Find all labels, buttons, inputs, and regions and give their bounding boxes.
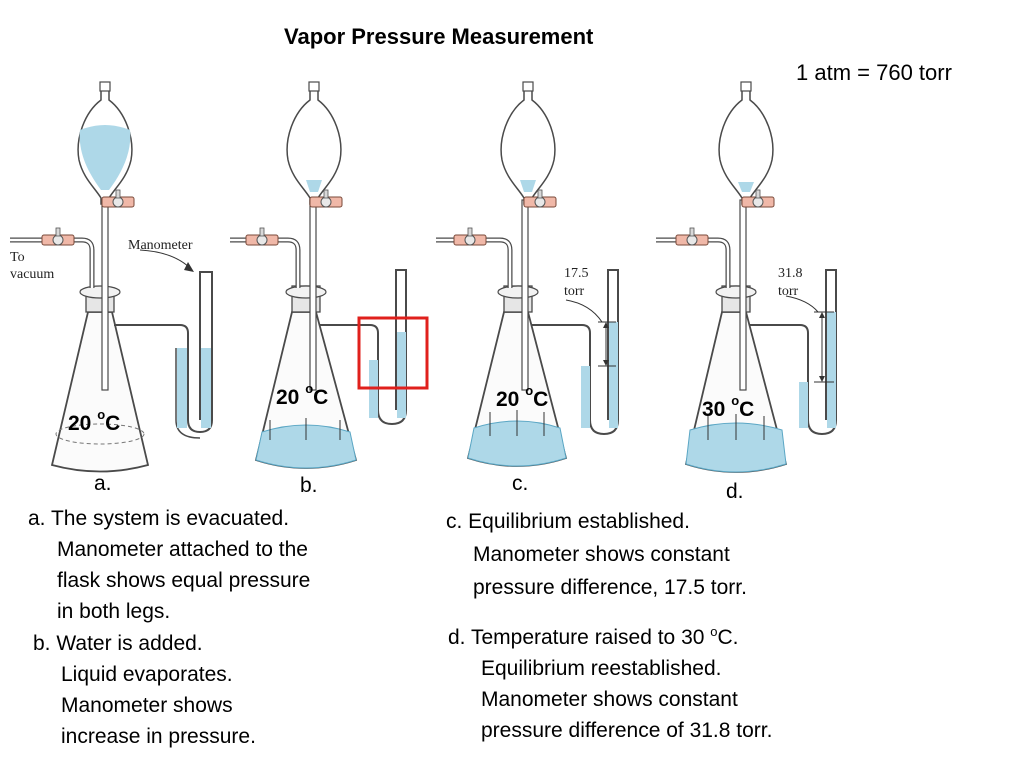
description-d-line: d. Temperature raised to 30 oC. [448, 624, 739, 649]
d-pressure-value: 31.8 [778, 266, 803, 281]
to-vacuum-label-line2: vacuum [10, 267, 55, 282]
description-b-line: Liquid evaporates. [61, 663, 233, 686]
manometer-label: Manometer [128, 238, 193, 253]
description-a-line: flask shows equal pressure [57, 569, 311, 592]
description-b: b. Water is added. Liquid evaporates. Ma… [33, 628, 256, 752]
description-c-line: Manometer shows constant [473, 543, 730, 566]
description-c-line: pressure difference, 17.5 torr. [473, 576, 747, 599]
description-a-line: a. The system is evacuated. [28, 507, 290, 530]
temperature-b: 20 oC [276, 381, 329, 409]
temperature-c: 20 oC [496, 383, 549, 411]
temperature-d: 30 oC [702, 393, 755, 421]
apparatus-b [230, 81, 429, 469]
apparatus-c [436, 81, 619, 467]
to-vacuum-label-line1: To [10, 250, 25, 265]
description-d-line: pressure difference of 31.8 torr. [481, 719, 773, 742]
apparatus-d [656, 81, 837, 473]
d-pressure-unit: torr [778, 284, 799, 299]
panel-label-b: b. [300, 474, 318, 497]
description-b-line: b. Water is added. [33, 632, 203, 655]
description-a-line: in both legs. [57, 600, 171, 623]
description-c-line: c. Equilibrium established. [446, 510, 690, 533]
apparatus-a [10, 81, 213, 473]
description-d-line: Manometer shows constant [481, 688, 738, 711]
panel-label-d: d. [726, 480, 744, 503]
temperature-a: 20 oC [68, 407, 121, 435]
description-d-line: Equilibrium reestablished. [481, 657, 722, 680]
panel-label-a: a. [94, 472, 112, 495]
description-d: d. Temperature raised to 30 oC. Equilibr… [448, 616, 772, 746]
description-c: c. Equilibrium established. Manometer sh… [446, 505, 747, 604]
atm-torr-conversion: 1 atm = 760 torr [796, 60, 952, 85]
c-pressure-value: 17.5 [564, 266, 589, 281]
description-a: a. The system is evacuated. Manometer at… [28, 503, 310, 627]
panel-label-c: c. [512, 472, 529, 495]
highlight-box [357, 316, 429, 390]
description-b-line: Manometer shows [61, 694, 233, 717]
c-pressure-unit: torr [564, 284, 585, 299]
description-a-line: Manometer attached to the [57, 538, 308, 561]
description-b-line: increase in pressure. [61, 725, 256, 748]
page-title: Vapor Pressure Measurement [284, 24, 594, 49]
